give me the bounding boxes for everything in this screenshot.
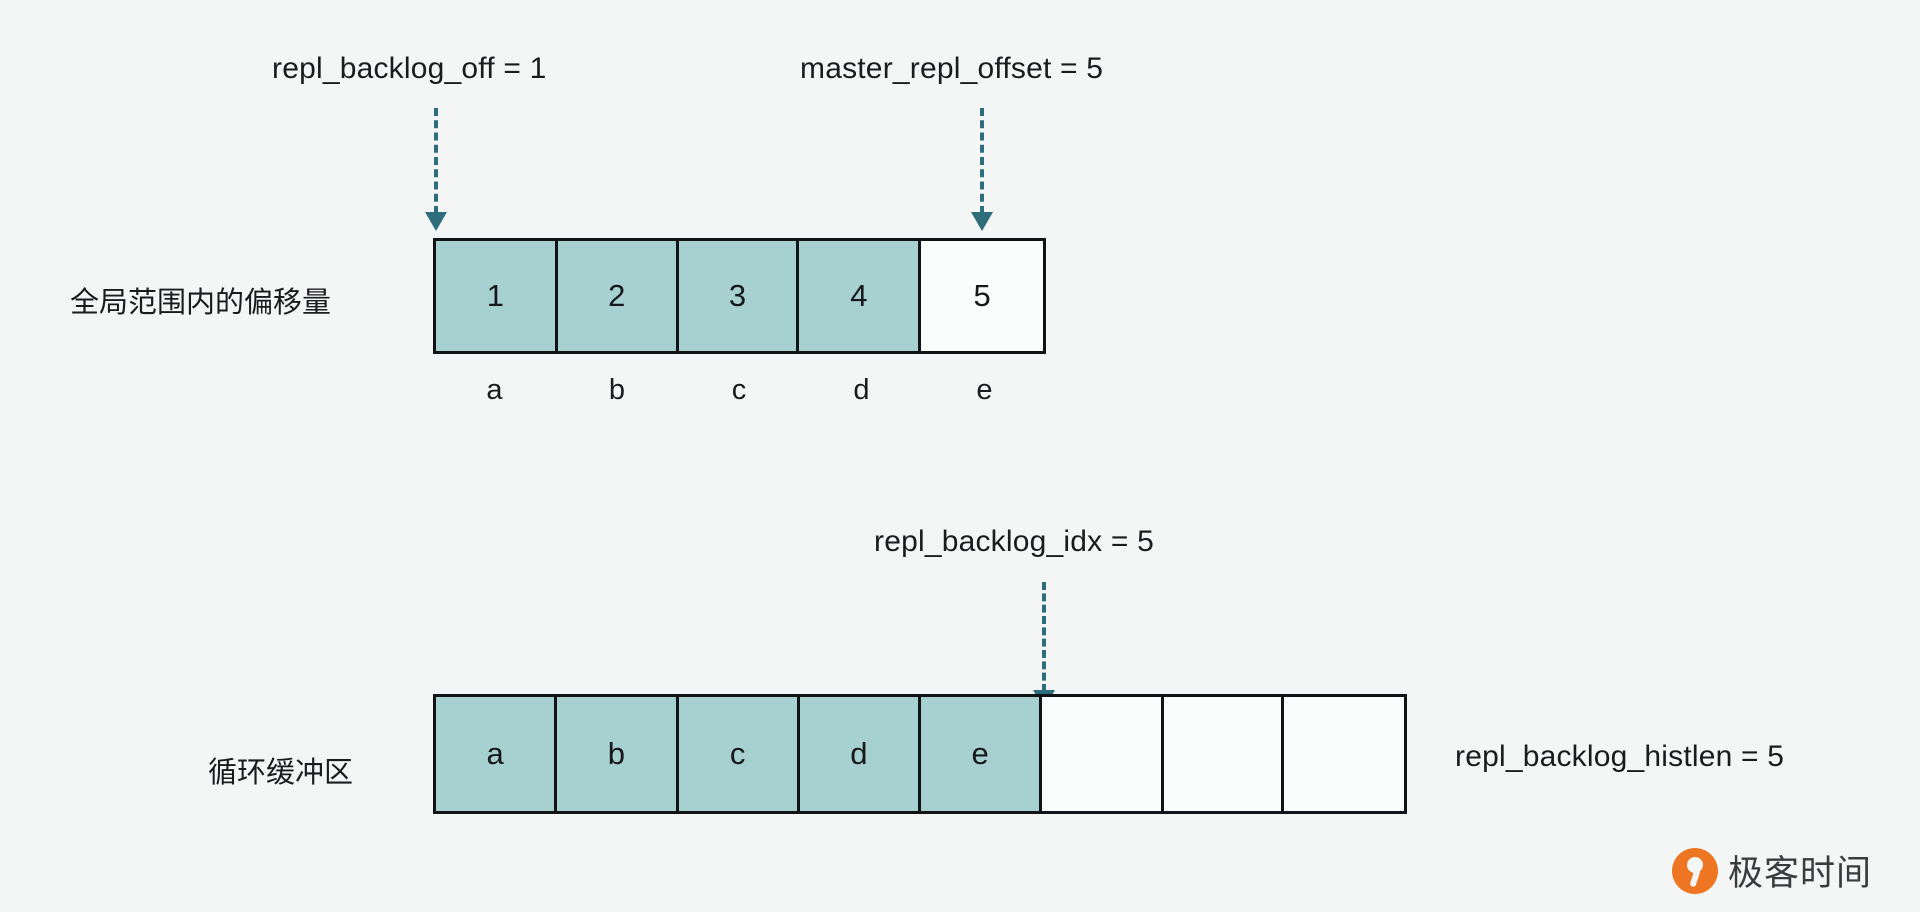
global-offset-cell-3: 3 [678, 241, 800, 351]
row1-letter-a: a [486, 373, 503, 406]
circular-buffer-cell-8 [1283, 697, 1404, 811]
row1-letter-e: e [976, 373, 993, 406]
circular-buffer-cell-4: d [799, 697, 921, 811]
row1-letter-d: d [853, 373, 870, 406]
annotation-repl-backlog-histlen: repl_backlog_histlen = 5 [1455, 740, 1785, 773]
circular-buffer-cell-5: e [921, 697, 1043, 811]
pointer-stem [434, 108, 438, 214]
row1-letter-labels: a b c d e [433, 368, 1046, 412]
circular-buffer-cell-2: b [557, 697, 679, 811]
global-offset-cell-1: 1 [436, 241, 558, 351]
arrow-head-icon [971, 212, 993, 231]
watermark-text: 极客时间 [1728, 854, 1873, 894]
circular-buffer-cell-7 [1163, 697, 1284, 811]
annotation-repl-backlog-idx: repl_backlog_idx = 5 [874, 525, 1155, 558]
circular-buffer-cell-6 [1042, 697, 1164, 811]
geek-time-logo-icon [1672, 847, 1718, 894]
watermark: 极客时间 [1672, 845, 1872, 896]
circular-buffer-cell-3: c [678, 697, 800, 811]
row1-letter-b: b [608, 373, 626, 406]
global-offset-cell-4: 4 [799, 241, 922, 351]
global-offset-cell-5: 5 [921, 241, 1043, 351]
row1-label: 全局范围内的偏移量 [70, 285, 332, 319]
row1-letter-c: c [731, 373, 747, 406]
circular-buffer-cell-1: a [436, 697, 558, 811]
global-offset-cell-2: 2 [557, 241, 679, 351]
row2-label: 循环缓冲区 [208, 755, 354, 789]
pointer-stem [980, 108, 984, 214]
pointer-stem [1042, 582, 1046, 692]
annotation-repl-backlog-off: repl_backlog_off = 1 [272, 52, 547, 85]
arrow-head-icon [425, 212, 447, 231]
annotation-master-repl-offset: master_repl_offset = 5 [800, 52, 1104, 85]
